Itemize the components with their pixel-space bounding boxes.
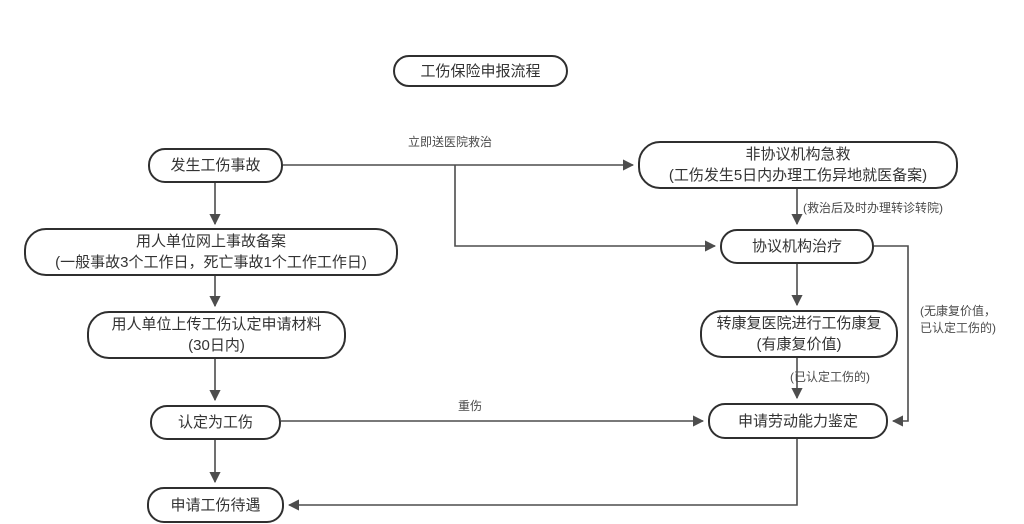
edge-label-no-rehab-value: (无康复价值， 已认定工伤的) — [920, 303, 996, 337]
edge-appraisal-to-benefits — [287, 439, 798, 511]
edge-label-recognized-injury: (已认定工伤的) — [790, 370, 870, 384]
node-upload-label: 用人单位上传工伤认定申请材料 — [111, 316, 322, 333]
node-benefits: 申请工伤待遇 — [147, 487, 284, 523]
node-upload-sub: (30日内) — [188, 337, 245, 354]
edge-accident-to-agreement — [454, 165, 717, 252]
edge-label-no-rehab-line2: 已认定工伤的) — [920, 321, 996, 335]
node-title: 工伤保险申报流程 — [393, 55, 568, 87]
node-agreement: 协议机构治疗 — [720, 229, 874, 264]
node-agreement-label: 协议机构治疗 — [751, 238, 842, 255]
node-upload: 用人单位上传工伤认定申请材料 (30日内) — [87, 311, 346, 359]
node-accident: 发生工伤事故 — [148, 148, 283, 183]
node-appraisal-label: 申请劳动能力鉴定 — [737, 412, 858, 430]
node-employer-filing: 用人单位网上事故备案 (一般事故3个工作日，死亡事故1个工作工作日) — [24, 228, 398, 276]
node-rehab-label: 转康复医院进行工伤康复 — [716, 315, 882, 332]
node-rehab: 转康复医院进行工伤康复 (有康复价值) — [700, 310, 898, 358]
edge-label-transfer-referral: (救治后及时办理转诊转院) — [803, 201, 943, 215]
edge-agreement-to-appraisal-right — [874, 245, 909, 427]
node-employer-filing-sub: (一般事故3个工作日，死亡事故1个工作工作日) — [55, 254, 367, 271]
node-employer-filing-label: 用人单位网上事故备案 — [135, 233, 286, 250]
node-accident-label: 发生工伤事故 — [170, 157, 261, 174]
node-recognized: 认定为工伤 — [150, 405, 281, 440]
node-non-agreement-label: 非协议机构急救 — [745, 146, 851, 163]
node-appraisal: 申请劳动能力鉴定 — [708, 403, 888, 439]
page-title: 工伤保险申报流程 — [420, 62, 541, 80]
node-non-agreement-sub: (工伤发生5日内办理工伤异地就医备案) — [668, 167, 928, 184]
node-rehab-sub: (有康复价值) — [756, 336, 842, 353]
node-recognized-label: 认定为工伤 — [177, 414, 253, 431]
node-non-agreement: 非协议机构急救 (工伤发生5日内办理工伤异地就医备案) — [638, 141, 958, 189]
edge-label-immediate-rescue: 立即送医院救治 — [408, 135, 493, 149]
edge-label-no-rehab-line1: (无康复价值， — [920, 304, 996, 318]
edge-label-serious-injury: 重伤 — [458, 399, 483, 413]
node-benefits-label: 申请工伤待遇 — [170, 496, 261, 514]
